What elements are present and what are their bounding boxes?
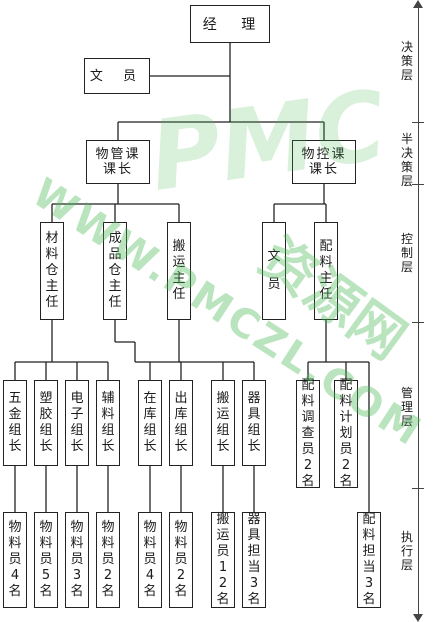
- staff-box-transport: 搬运员12名: [211, 512, 235, 608]
- level-label-semi-decision: 半决策层: [400, 132, 413, 188]
- level-label-execution: 执行层: [400, 530, 413, 572]
- transport-supervisor-box: 搬运主任: [167, 222, 191, 320]
- finished-warehouse-supervisor-box: 成品仓主任: [103, 222, 127, 320]
- transport-team-leader-box: 搬运组长: [211, 380, 235, 466]
- level-divider: [412, 322, 424, 323]
- material-warehouse-supervisor-box: 材料仓主任: [40, 222, 64, 320]
- plastic-team-leader-box: 塑胶组长: [34, 380, 58, 466]
- control-clerk-box: 文员: [262, 222, 286, 320]
- hardware-team-leader-box: 五金组长: [3, 380, 27, 466]
- material-ctrl-head-box: 物控课课长: [292, 140, 356, 184]
- manager-box: 经 理: [190, 5, 270, 43]
- level-label-management: 管理层: [400, 386, 413, 428]
- staff-box-out-stock: 物料员2名: [169, 512, 193, 608]
- level-scale-arrow-top: [413, 0, 423, 8]
- out-stock-team-leader-box: 出库组长: [169, 380, 193, 466]
- level-divider: [412, 184, 424, 185]
- level-divider: [412, 122, 424, 123]
- distribution-surveyor-box: 配料调查员2名: [296, 378, 320, 489]
- auxiliary-team-leader-box: 辅料组长: [96, 380, 120, 466]
- electronics-team-leader-box: 电子组长: [65, 380, 89, 466]
- material-mgmt-head-box: 物管课课长: [86, 140, 150, 184]
- clerk-box: 文 员: [84, 58, 150, 94]
- staff-box-hardware: 物料员4名: [3, 512, 27, 608]
- level-label-decision: 决策层: [400, 40, 413, 82]
- level-scale-line: [418, 2, 419, 620]
- distribution-supervisor-box: 配料主任: [314, 222, 338, 320]
- staff-box-plastic: 物料员5名: [34, 512, 58, 608]
- in-stock-team-leader-box: 在库组长: [138, 380, 162, 466]
- staff-box-electronics: 物料员3名: [65, 512, 89, 608]
- distribution-planner-box: 配料计划员2名: [334, 378, 358, 489]
- staff-box-auxiliary: 物料员2名: [96, 512, 120, 608]
- staff-box-in-stock: 物料员4名: [138, 512, 162, 608]
- level-label-control: 控制层: [400, 232, 413, 274]
- equipment-team-leader-box: 器具组长: [242, 380, 266, 466]
- staff-box-equipment: 器具担当3名: [242, 512, 266, 608]
- staff-box-distribution: 配料担当3名: [357, 512, 381, 608]
- level-scale-arrow-bottom: [413, 614, 423, 622]
- level-divider: [412, 488, 424, 489]
